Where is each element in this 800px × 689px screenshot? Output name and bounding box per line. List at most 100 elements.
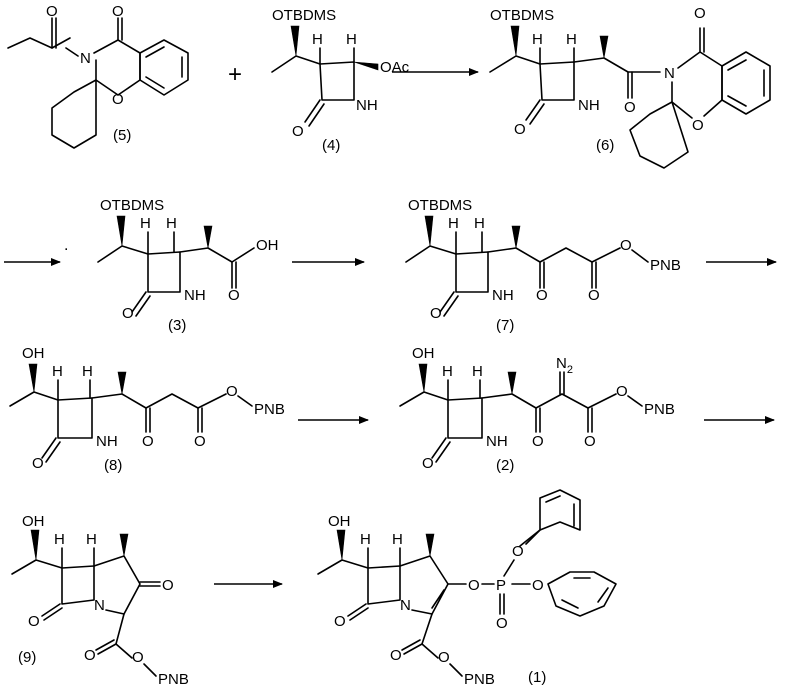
carbonyl-oxygen: O — [28, 613, 40, 630]
phenyl-ring-2 — [547, 571, 617, 617]
carbonyl-oxygen: O — [32, 455, 44, 472]
acid-oxygen: O — [228, 287, 240, 304]
amide-oxygen: O — [624, 99, 636, 116]
side-chain — [9, 391, 59, 407]
ester-o-link: O — [616, 383, 628, 400]
stereo-wedge — [510, 25, 520, 57]
ester-bond — [115, 613, 133, 659]
beta-lactam-ring — [41, 565, 95, 621]
phenoxy-oxygen-1: O — [512, 543, 524, 560]
amide-nitrogen: N — [80, 50, 91, 67]
carbonyl-oxygen: O — [334, 613, 346, 630]
h-atom: H — [532, 31, 543, 48]
beta-lactam-ring — [347, 565, 401, 621]
propionyl-linker — [573, 57, 661, 73]
enol-oxygen: O — [468, 577, 480, 594]
diazo-label: N2 — [556, 355, 573, 376]
hydroxyl-label: OH — [22, 513, 45, 530]
ester-carbonyl — [401, 639, 423, 655]
nh-label: NH — [492, 287, 514, 304]
p-oxo — [499, 593, 505, 615]
compound-label-5: (5) — [113, 127, 131, 144]
h-bonds — [447, 379, 481, 401]
pnb-label: PNB — [650, 257, 681, 274]
h-atom: H — [166, 215, 177, 232]
carbonyl-oxygen: O — [430, 305, 442, 322]
ketone-carbonyl — [539, 261, 545, 289]
diazo-ketoester-chain — [481, 393, 617, 409]
stereo-wedge — [30, 529, 40, 561]
oac-wedge — [353, 61, 379, 71]
beta-lactam-ring — [525, 61, 575, 125]
compound-7: OTBDMS H H O NH O O O PNB (7) — [405, 197, 681, 334]
ketoester-chain — [91, 393, 227, 409]
propanoyl-chain — [7, 37, 71, 49]
h-atom: H — [472, 363, 483, 380]
methyl-wedge — [425, 533, 435, 557]
ester-oxygen: O — [584, 433, 596, 450]
lactam-oxygen: O — [694, 5, 706, 22]
ring-nitrogen: N — [400, 597, 411, 614]
lactam-oxygen: O — [112, 3, 124, 20]
ring-oxygen: O — [112, 91, 124, 108]
cyclohexane-ring — [629, 101, 689, 169]
h-atom: H — [312, 31, 323, 48]
ketone-carbonyl — [535, 407, 541, 433]
beta-lactam-ring — [131, 251, 181, 317]
compound-label-1: (1) — [528, 669, 546, 686]
oac-label: OAc — [380, 59, 410, 76]
p-o-upper — [503, 559, 515, 577]
ester-carbonyl — [591, 261, 597, 289]
compound-label-6: (6) — [596, 137, 614, 154]
h-bonds — [61, 547, 95, 569]
h-atom: H — [360, 531, 371, 548]
compound-label-7: (7) — [496, 317, 514, 334]
h-atom: H — [448, 215, 459, 232]
ester-oxygen: O — [84, 647, 96, 664]
plus-sign: + — [228, 61, 242, 88]
compound-9: OH H H O N O O O PNB (9) — [11, 513, 189, 688]
nh-label: NH — [356, 97, 378, 114]
methyl-wedge — [511, 225, 521, 249]
compound-5: O N O O (5) — [7, 3, 189, 149]
h-atom: H — [82, 363, 93, 380]
hydroxyl-label: OH — [412, 345, 435, 362]
diazo-bond — [559, 371, 565, 395]
ester-o-link: O — [620, 237, 632, 254]
acyl-carbonyl-bond — [51, 17, 57, 49]
ring-nitrogen: N — [664, 65, 675, 82]
side-chain — [11, 559, 63, 575]
amide-carbonyl — [627, 71, 633, 99]
ring-bonds — [671, 27, 723, 119]
h-atom: H — [474, 215, 485, 232]
carbonyl-oxygen: O — [422, 455, 434, 472]
pnb-label: PNB — [644, 401, 675, 418]
ketone-carbonyl — [139, 581, 161, 587]
stereo-wedge — [418, 363, 428, 393]
benzene-ring — [721, 51, 771, 115]
compound-label-2: (2) — [496, 457, 514, 474]
compound-2: OH H H O NH N2 O O O PNB (2) — [399, 345, 675, 474]
stereo-wedge — [116, 215, 126, 247]
five-ring — [93, 555, 141, 615]
compound-1: OH H H O N O P O O O O O PNB (1) — [317, 489, 617, 688]
tbdms-label: OTBDMS — [272, 7, 336, 24]
h-bonds — [57, 379, 91, 401]
h-atom: H — [52, 363, 63, 380]
ester-oxygen: O — [588, 287, 600, 304]
compound-label-8: (8) — [104, 457, 122, 474]
methyl-wedge — [507, 371, 517, 395]
separator-dot: . — [64, 237, 68, 254]
h-bonds — [147, 231, 175, 255]
ester-carbonyl — [197, 407, 203, 433]
methyl-wedge — [599, 35, 609, 59]
ester-carbonyl — [95, 639, 117, 655]
beta-lactam-ring — [41, 397, 93, 463]
nh-label: NH — [486, 433, 508, 450]
ketoester-chain — [487, 247, 621, 263]
ring-bonds — [65, 17, 141, 96]
ring-nitrogen: N — [94, 597, 105, 614]
ester-oxygen: O — [390, 647, 402, 664]
side-chain — [399, 391, 449, 407]
tbdms-label: OTBDMS — [100, 197, 164, 214]
